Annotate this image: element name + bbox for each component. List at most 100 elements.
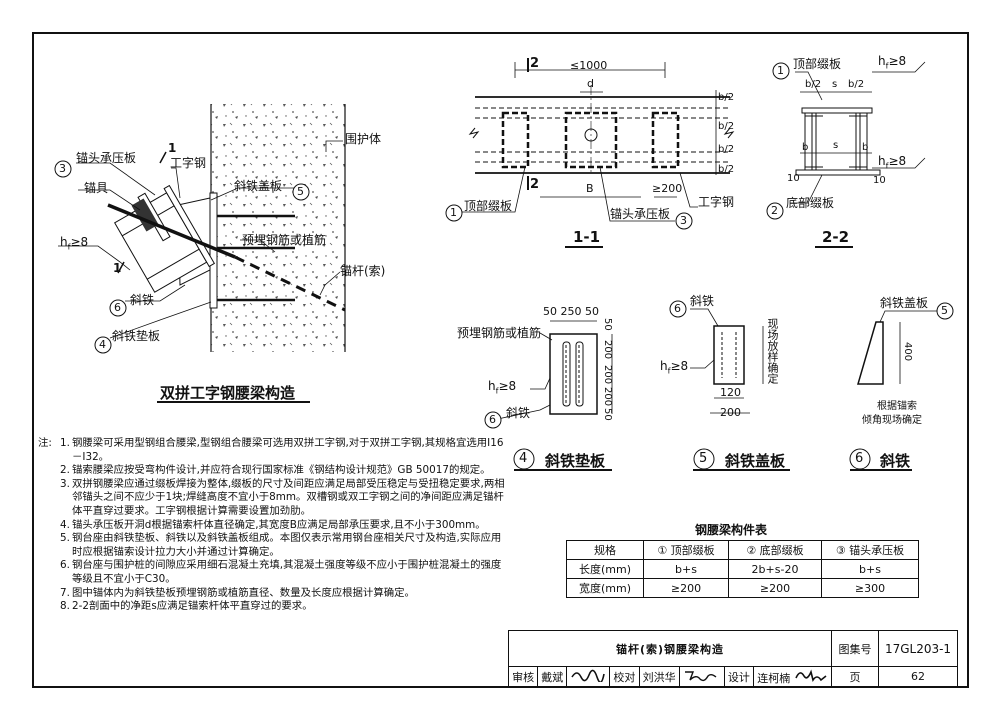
detail-6-caption: 斜铁 — [880, 452, 911, 470]
dim-top: ≤1000 — [570, 59, 608, 72]
note-item: 2.锚索腰梁应按受弯构件设计,并应符合现行国家标准《钢结构设计规范》GB 500… — [60, 464, 491, 477]
table-row: 宽度(mm) ≥200 ≥200 ≥300 — [566, 578, 919, 598]
label-cover: 斜铁盖板 — [880, 296, 929, 310]
circle-num: 5 — [941, 304, 948, 317]
left-detail — [54, 104, 346, 403]
label-cable: 锚杆(索) — [340, 264, 386, 278]
dim-v: 200 — [602, 387, 613, 407]
dim-ge200: ≥200 — [652, 182, 683, 195]
note-item: 6.钢台座与围护桩的间隙应采用细石混凝土充填,其混凝土强度等级不应小于围护桩混凝… — [60, 559, 502, 585]
table-cell: 2b+s-20 — [728, 559, 822, 579]
page-number: 62 — [878, 666, 958, 687]
section-2-2 — [766, 61, 926, 248]
label-field: 现场放样确定 — [766, 318, 779, 384]
label-wedge: 斜铁 — [130, 293, 155, 307]
cut-2: 2 — [530, 177, 540, 192]
circle-num: 6 — [489, 413, 496, 426]
label-hf: hf≥8 — [660, 359, 689, 376]
table-cell: 长度(mm) — [566, 559, 644, 579]
section-1-1 — [445, 58, 735, 248]
review-label: 审核 — [507, 666, 539, 687]
table-cell: 宽度(mm) — [566, 578, 644, 598]
dim-b2: b/2 — [718, 144, 735, 155]
label-anchor-plate: 锚头承压板 — [610, 207, 671, 221]
dim-b2: b/2 — [848, 79, 865, 90]
circle-num: 5 — [297, 185, 304, 198]
cut-mark: 1 — [168, 141, 177, 155]
table-cell: ② 底部缀板 — [728, 540, 822, 560]
dim-v: 50 — [602, 408, 613, 421]
label-rebar: 预埋钢筋或植筋 — [242, 233, 327, 247]
table-cell: ≥200 — [728, 578, 822, 598]
dim-b: b — [862, 142, 869, 153]
label-hf-top: hf≥8 — [878, 54, 907, 71]
component-table-title: 钢腰梁构件表 — [695, 523, 768, 537]
notes-list: 1.钢腰梁可采用型钢组合腰梁,型钢组合腰梁可选用双拼工字钢,对于双拼工字钢,其规… — [60, 437, 508, 614]
reviewer-name: 戴斌 — [537, 666, 568, 687]
designer-cell: 连柯楠 — [752, 666, 833, 687]
table-cell: b+s — [643, 559, 729, 579]
note-item: 7.图中锚体内为斜铁垫板预埋钢筋或植筋直径、数量及长度应根据计算确定。 — [60, 586, 415, 599]
dim-v: 200 — [602, 365, 613, 385]
atlas-label: 图集号 — [831, 630, 879, 667]
dim-b2: b/2 — [805, 79, 822, 90]
component-table: 规格 ① 顶部缀板 ② 底部缀板 ③ 锚头承压板 长度(mm) b+s 2b+s… — [566, 540, 919, 598]
dim-400: 400 — [902, 342, 913, 362]
dim-v: 50 — [602, 318, 613, 331]
dim-200: 200 — [720, 406, 741, 419]
detail-5 — [669, 300, 790, 471]
table-cell: ≥200 — [643, 578, 729, 598]
label-hf: hf≥8 — [488, 379, 517, 396]
note-item: 8.2-2剖面中的净距s应满足锚索杆体平直穿过的要求。 — [60, 600, 313, 613]
caption-num: 4 — [519, 451, 528, 466]
detail-5-caption: 斜铁盖板 — [725, 452, 786, 470]
label-anchor-plate: 锚头承压板 — [76, 151, 137, 165]
label-i-beam: 工字钢 — [698, 195, 735, 209]
left-detail-caption: 双拼工字钢腰梁构造 — [160, 384, 296, 402]
label-top-plate: 顶部缀板 — [793, 57, 842, 71]
circle-num: 6 — [674, 302, 681, 315]
dim-s: s — [832, 79, 838, 90]
label-pad: 斜铁垫板 — [112, 329, 161, 343]
label-wall: 围护体 — [345, 132, 382, 146]
detail-4 — [484, 320, 613, 471]
atlas-number: 17GL203-1 — [878, 630, 958, 667]
notes-heading: 注: — [38, 437, 52, 449]
cut-mark: 1 — [113, 261, 122, 275]
dim-10: 10 — [873, 175, 886, 186]
circle-num: 6 — [114, 301, 121, 314]
label-top-plate: 顶部缀板 — [464, 199, 513, 213]
circle-num: 1 — [777, 64, 784, 77]
dim-v: 200 — [602, 340, 613, 360]
table-header-row: 规格 ① 顶部缀板 ② 底部缀板 ③ 锚头承压板 — [566, 540, 919, 560]
caption-num: 6 — [855, 451, 864, 466]
label-hf: hf≥8 — [60, 235, 89, 252]
dim-b2: b/2 — [718, 164, 735, 175]
circle-num: 3 — [680, 214, 687, 227]
label-cover: 斜铁盖板 — [234, 179, 283, 193]
dim-d: d — [587, 77, 594, 90]
label-i-beam: 工字钢 — [170, 156, 207, 170]
section-2-2-caption: 2-2 — [822, 228, 850, 246]
detail-6 — [849, 302, 954, 471]
circle-num: 1 — [450, 206, 457, 219]
reviewer-signature — [566, 666, 611, 687]
note-item: 3.双拼钢腰梁应通过缀板焊接为整体,缀板的尺寸及间距应满足局部受压稳定与受扭稳定… — [60, 477, 505, 517]
dim-b: B — [586, 182, 594, 195]
table-cell: 规格 — [566, 540, 644, 560]
design-label: 设计 — [723, 666, 754, 687]
note-item: 5.钢台座由斜铁垫板、斜铁以及斜铁盖板组成。本图仅表示常用钢台座相关尺寸及构造,… — [60, 532, 502, 558]
title-block: 锚杆(索)钢腰梁构造 图集号 17GL203-1 审核 戴斌 校对 刘洪华 设计… — [507, 630, 958, 687]
table-row: 长度(mm) b+s 2b+s-20 b+s — [566, 559, 919, 579]
table-cell: ③ 锚头承压板 — [821, 540, 919, 560]
circle-num: 2 — [771, 204, 778, 217]
label-anchor-tool: 锚具 — [84, 181, 109, 195]
label-bottom-plate: 底部缀板 — [786, 196, 835, 210]
checker-name: 刘洪华 — [638, 666, 680, 687]
dim-10: 10 — [787, 173, 800, 184]
note-line2: 倾角现场确定 — [862, 415, 922, 426]
checker-signature — [678, 666, 725, 687]
sheet-border — [32, 32, 969, 688]
note-line1: 根据锚索 — [877, 401, 917, 412]
